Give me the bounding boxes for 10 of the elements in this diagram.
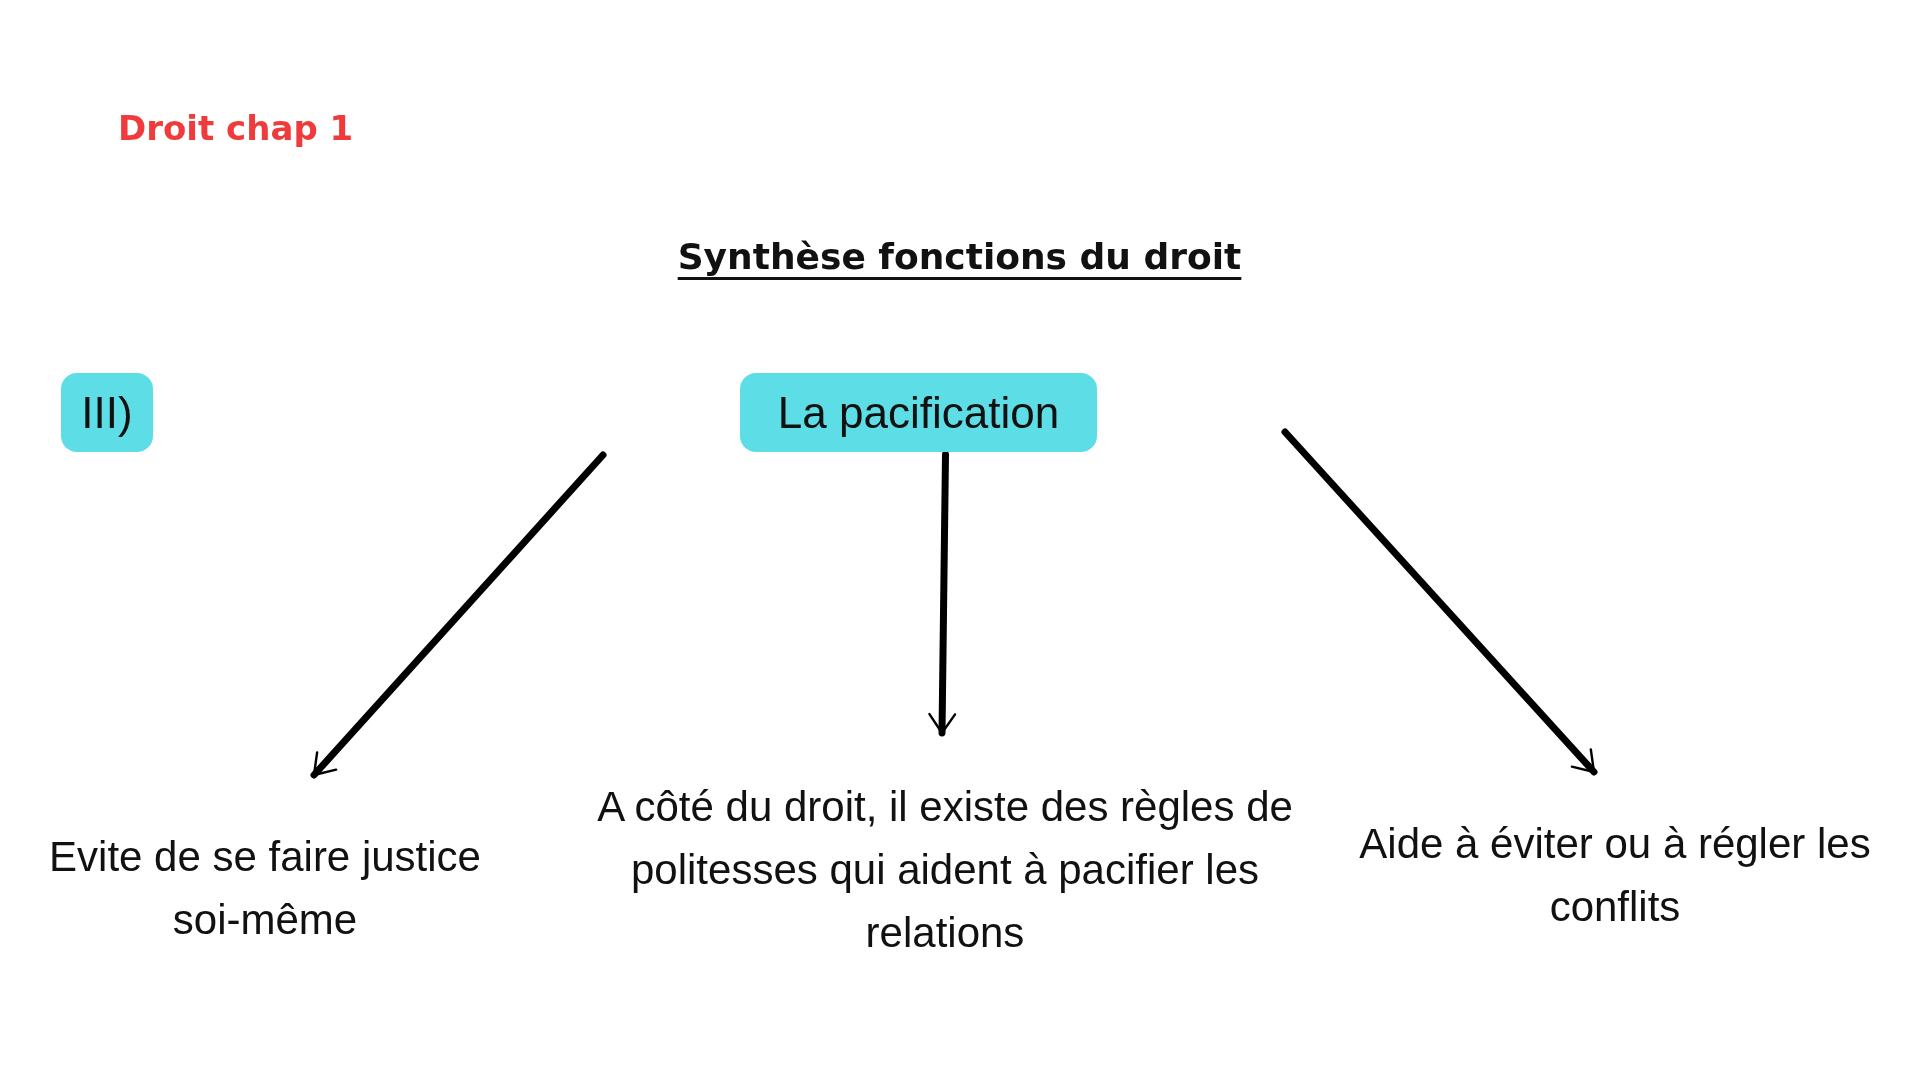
heading-box: La pacification: [740, 373, 1097, 452]
description-text: Evite de se faire justice soi-même: [10, 825, 520, 955]
arrow: [310, 451, 607, 779]
diagram-title: Synthèse fonctions du droit: [677, 236, 1242, 277]
chapter-heading: Droit chap 1: [118, 108, 354, 148]
heading-box: III): [61, 373, 153, 452]
arrow: [1281, 428, 1598, 776]
description-text: A côté du droit, il existe des règles de politesses qui aident à pacifier les relations: [590, 775, 1300, 970]
description-text: Aide à éviter ou à régler les conflits: [1350, 812, 1880, 942]
arrow: [928, 451, 957, 737]
